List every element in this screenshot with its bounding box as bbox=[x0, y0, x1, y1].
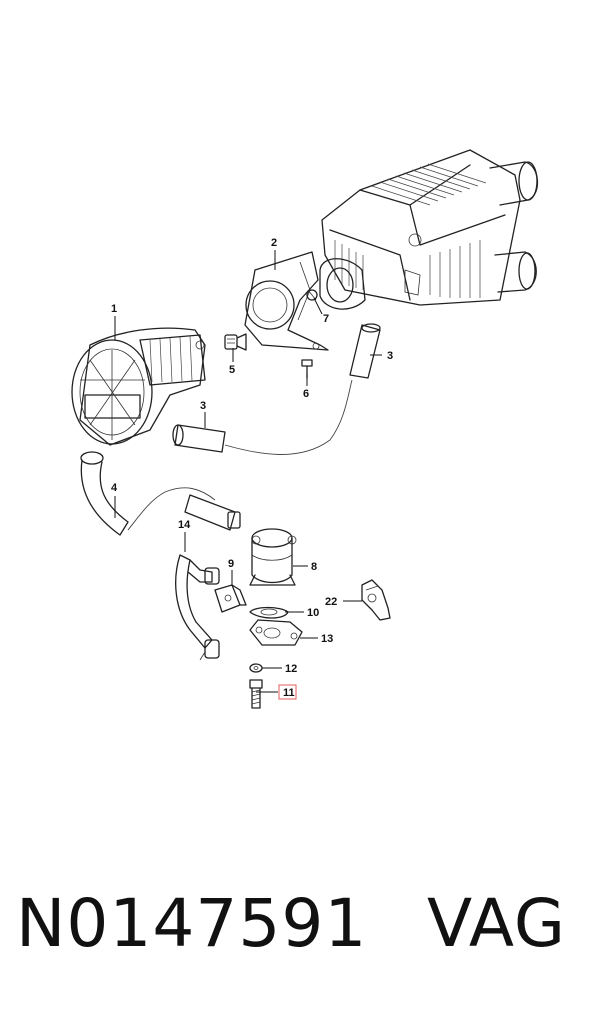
part-3-hose-right bbox=[349, 323, 381, 379]
callout-7: 7 bbox=[323, 313, 329, 325]
callout-14: 14 bbox=[178, 519, 191, 531]
part-7-nut bbox=[306, 289, 318, 301]
part-8-valve bbox=[249, 528, 297, 586]
part-5-fitting bbox=[224, 333, 247, 351]
part-10-gasket bbox=[249, 606, 289, 619]
part-11-bolt bbox=[249, 679, 263, 709]
part-12-washer bbox=[249, 663, 263, 673]
callouts: 1 2 3 3 4 5 6 7 8 9 10 11 12 13 14 22 bbox=[111, 237, 393, 700]
part-13-flange bbox=[249, 619, 303, 646]
brand-label: VAG bbox=[426, 885, 566, 962]
part-2-bracket bbox=[244, 251, 329, 351]
parts-diagram: 1 2 3 3 4 5 6 7 8 9 10 11 12 13 14 22 bbox=[71, 149, 539, 709]
callout-11: 11 bbox=[283, 687, 295, 699]
part-22-clip bbox=[361, 579, 391, 621]
air-filter-housing bbox=[319, 149, 539, 310]
callout-11-highlight bbox=[278, 684, 297, 700]
callout-4: 4 bbox=[111, 482, 118, 494]
callout-22: 22 bbox=[325, 596, 337, 608]
hose-routing bbox=[224, 379, 353, 455]
callout-10: 10 bbox=[307, 607, 319, 619]
caption-bar: N0147591 VAG bbox=[0, 885, 600, 962]
callout-13: 13 bbox=[321, 633, 333, 645]
part-number: N0147591 bbox=[16, 885, 368, 962]
callout-3-left: 3 bbox=[200, 400, 206, 412]
connector-pipe bbox=[184, 494, 241, 531]
part-9-union bbox=[214, 584, 247, 613]
callout-12: 12 bbox=[285, 663, 297, 675]
part-14-pipe bbox=[175, 554, 220, 661]
callout-8: 8 bbox=[311, 561, 317, 573]
callout-5: 5 bbox=[229, 364, 235, 376]
callout-9: 9 bbox=[228, 558, 234, 570]
callout-2: 2 bbox=[271, 237, 277, 249]
callout-1: 1 bbox=[111, 303, 117, 315]
part-3-hose-left bbox=[172, 424, 226, 453]
part-4-hose bbox=[80, 451, 129, 536]
leader-lines bbox=[114, 250, 382, 693]
part-1-air-pump bbox=[71, 327, 206, 446]
callout-3-right: 3 bbox=[387, 350, 393, 362]
callout-6: 6 bbox=[303, 388, 309, 400]
